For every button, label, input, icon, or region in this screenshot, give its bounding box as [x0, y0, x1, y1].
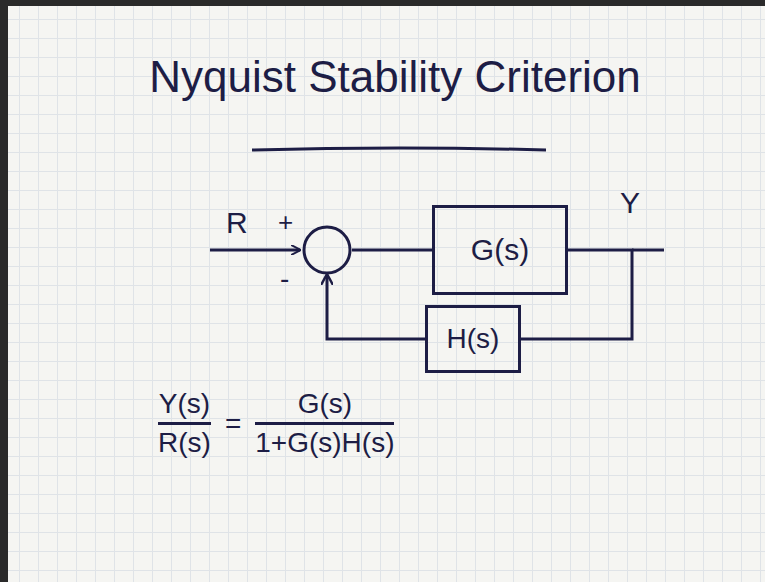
fraction: G(s)1+G(s)H(s) — [255, 388, 394, 459]
plant-block: G(s) — [432, 205, 568, 295]
junction-outline — [302, 225, 352, 275]
numerator: G(s) — [298, 388, 352, 422]
signal-connector — [327, 275, 425, 339]
block-label: H(s) — [447, 323, 500, 355]
feedback-block: H(s) — [425, 305, 521, 373]
plus-sign: + — [278, 209, 293, 235]
input-signal-label: R — [226, 206, 248, 240]
input-line — [210, 249, 300, 252]
output-line — [632, 249, 664, 252]
photo-edge — [0, 0, 765, 6]
minus-sign: - — [280, 265, 289, 293]
output-signal-label: Y — [620, 186, 640, 220]
title: Nyquist Stability Criterion — [100, 52, 690, 102]
fraction: Y(s)R(s) — [158, 388, 211, 459]
summing-junction: +- — [302, 225, 352, 275]
transfer-function: Y(s)R(s) = G(s)1+G(s)H(s) — [158, 388, 394, 459]
denominator: 1+G(s)H(s) — [255, 422, 394, 459]
title-underline — [252, 148, 546, 150]
equals-sign: = — [225, 408, 241, 440]
photo-edge — [0, 0, 8, 582]
signal-connector — [352, 249, 432, 252]
numerator: Y(s) — [159, 388, 210, 422]
denominator: R(s) — [158, 422, 211, 459]
block-label: G(s) — [471, 233, 529, 267]
